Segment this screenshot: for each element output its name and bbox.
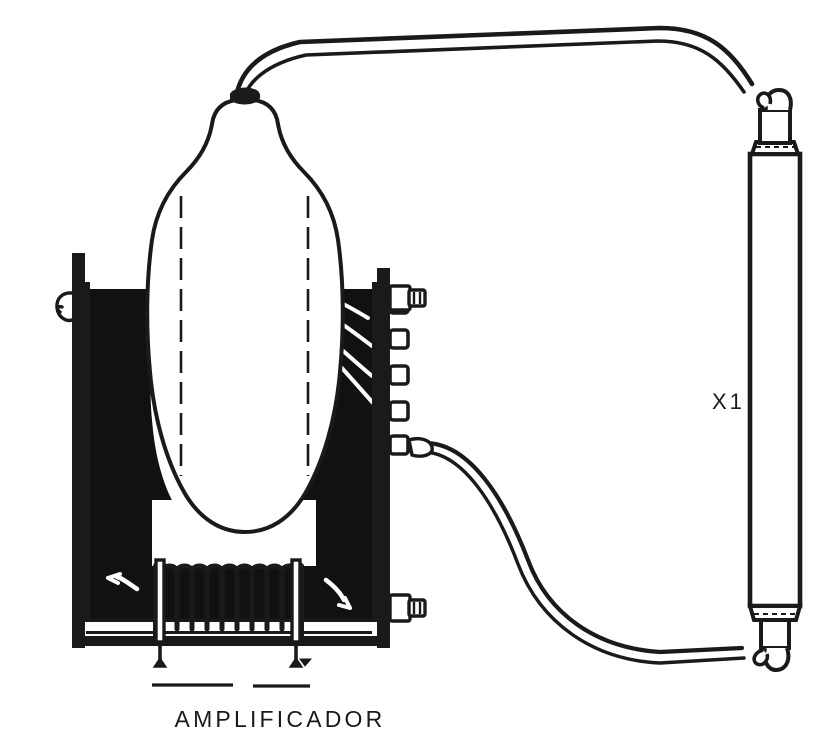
x1-bottom-neck: [759, 618, 791, 650]
caption-underlines: [152, 683, 310, 688]
left-rail-clip-icon: [55, 291, 74, 323]
bottom-shelf-groove: [88, 621, 370, 632]
lead-pin-right: [288, 646, 304, 668]
terminal-2[interactable]: [388, 328, 410, 350]
tube-top-cap: [230, 87, 261, 105]
chassis-frame: [72, 253, 390, 648]
bottom-shelf-outline: [86, 619, 372, 622]
left-inner-upright: [85, 282, 90, 622]
bolt-upper-shank: [407, 288, 427, 308]
upper-cable-outer-line: [233, 25, 755, 100]
figure-caption: AMPLIFICADOR: [174, 706, 386, 732]
bolt-upper-head: [388, 284, 412, 312]
terminal-4[interactable]: [388, 400, 410, 422]
x1-bottom-hook-eyelet: [752, 648, 770, 667]
bobbin-support-right: [290, 558, 302, 644]
vacuum-tube-envelope: [145, 98, 345, 535]
coil-lead-pins: [152, 646, 313, 668]
lower-cable: [407, 437, 746, 665]
lower-cable-outer-line: [422, 440, 745, 655]
lead-pin-right-arrow: [299, 658, 313, 667]
terminal-strip: [388, 293, 410, 456]
lower-cable-inner-line: [423, 450, 746, 665]
coil-bobbin-supports: [154, 558, 302, 644]
lower-cable-lug-left: [407, 437, 434, 458]
tube-centerlines: [179, 196, 310, 476]
bolt-lower-shank: [407, 598, 427, 618]
component-x1: [747, 87, 803, 673]
x1-body: [747, 151, 803, 609]
lead-pin-left: [152, 646, 168, 668]
bottom-cross-rail: [72, 636, 390, 646]
terminal-3[interactable]: [388, 364, 410, 386]
arrow-mark-right-head: [337, 596, 352, 610]
component-label-x1: X1: [712, 389, 745, 414]
mounting-bolts: [388, 284, 427, 623]
bolt-lower-head: [388, 593, 412, 623]
x1-top-hook-eyelet: [755, 91, 773, 110]
x1-top-neck: [758, 108, 792, 145]
right-inner-upright: [372, 282, 377, 622]
bobbin-support-left: [154, 558, 166, 644]
upper-cable: [233, 25, 755, 102]
coil-winding: [159, 563, 300, 632]
terminal-5[interactable]: [388, 434, 410, 456]
left-rail: [72, 253, 85, 648]
arrow-mark-left: [114, 574, 140, 592]
upper-cable-inner-line: [241, 39, 746, 102]
airflow-arrow-marks: [106, 572, 352, 610]
arrow-mark-right: [323, 577, 347, 603]
bottom-shelf-outline-lower: [86, 631, 372, 634]
potting-block-left: [84, 282, 190, 527]
arrow-mark-left-head: [106, 572, 122, 585]
right-rail: [377, 268, 390, 648]
